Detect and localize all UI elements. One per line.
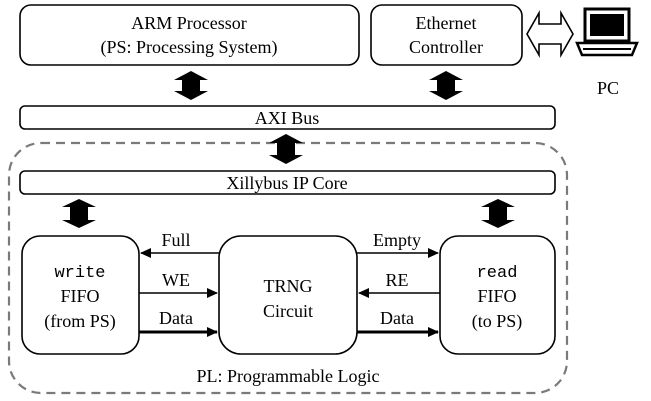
read-fifo-type: FIFO (477, 286, 516, 306)
ethernet-subtitle: Controller (409, 37, 483, 57)
empty-signal-label: Empty (373, 230, 421, 250)
trng-circuit-block: TRNG Circuit (218, 235, 358, 355)
pc-label: PC (597, 78, 619, 98)
write-fifo-type: FIFO (60, 286, 99, 306)
data-out-label: Data (380, 308, 414, 328)
xillybus-write-fifo-arrow (62, 199, 96, 228)
axi-xillybus-arrow (269, 134, 303, 164)
write-fifo-block: write FIFO (from PS) (21, 235, 140, 355)
arm-axi-arrow (174, 71, 208, 100)
xillybus-ip-core: Xillybus IP Core (19, 170, 556, 195)
data-in-label: Data (159, 308, 193, 328)
pc-laptop-icon (575, 7, 639, 57)
axi-bus: AXI Bus (19, 105, 556, 130)
xillybus-label: Xillybus IP Core (226, 173, 347, 193)
we-signal-label: WE (162, 270, 190, 290)
ethernet-controller-block: Ethernet Controller (370, 4, 523, 66)
ethernet-pc-link-arrow (526, 9, 574, 59)
ethernet-axi-arrow (429, 71, 463, 100)
read-fifo-direction: (to PS) (472, 311, 523, 332)
re-signal-label: RE (385, 270, 408, 290)
arm-processor-block: ARM Processor (PS: Processing System) (19, 4, 360, 66)
read-fifo-block: read FIFO (to PS) (439, 235, 556, 355)
write-fifo-name: write (54, 264, 105, 283)
trng-subtitle: Circuit (263, 301, 313, 321)
arm-title: ARM Processor (131, 13, 247, 33)
axi-bus-label: AXI Bus (255, 108, 320, 128)
pl-label: PL: Programmable Logic (197, 366, 380, 386)
ethernet-title: Ethernet (416, 13, 477, 33)
write-fifo-direction: (from PS) (44, 311, 116, 332)
xillybus-read-fifo-arrow (481, 199, 515, 228)
full-signal-label: Full (161, 230, 190, 250)
read-fifo-name: read (477, 264, 518, 283)
arm-subtitle: (PS: Processing System) (100, 37, 277, 58)
trng-title: TRNG (264, 276, 313, 296)
